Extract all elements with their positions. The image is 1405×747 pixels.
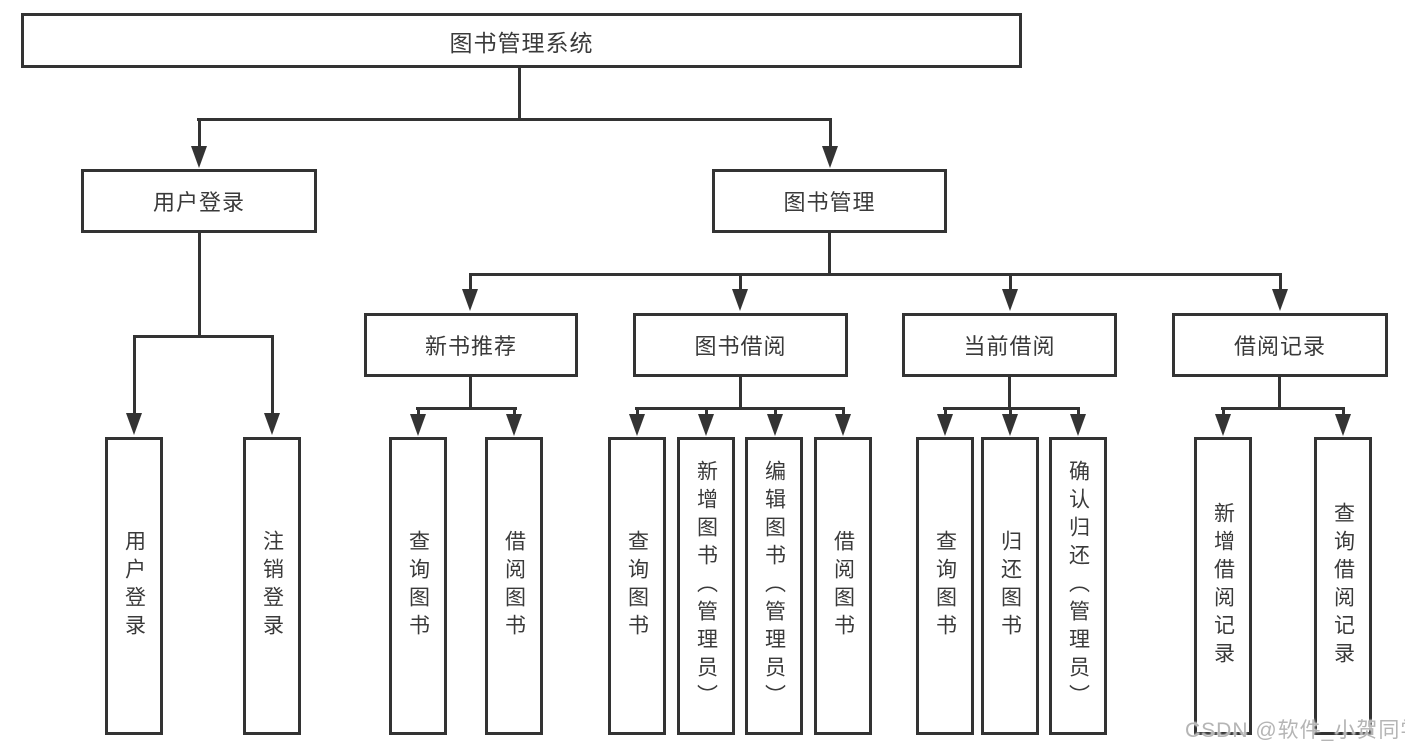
arrow-stem [1009,407,1012,415]
leaf-user-login-label: 用户登录 [122,530,146,642]
arrow-down-icon [629,414,645,436]
arrow-down-icon [410,414,426,436]
arrow-stem [133,335,136,414]
connector-line [416,407,517,410]
leaf-br-add-record: 新增借阅记录 [1194,437,1252,735]
leaf-rec-query-book: 查询图书 [389,437,447,735]
connector-line [197,118,832,121]
leaf-rec-borrow-book-label: 借阅图书 [502,530,526,642]
arrow-down-icon [264,413,280,435]
arrow-stem [469,273,472,290]
leaf-cb-return-book-label: 归还图书 [998,530,1022,642]
connector-line [1278,377,1281,409]
leaf-bb-edit-book-admin: 编辑图书（管理员） [745,437,803,735]
arrow-down-icon [1272,289,1288,311]
node-new-book-recommend: 新书推荐 [364,313,578,377]
leaf-cb-confirm-return-admin-label: 确认归还（管理员） [1066,460,1090,712]
connector-line [469,377,472,409]
leaf-br-query-record-label: 查询借阅记录 [1331,502,1355,670]
arrow-stem [774,407,777,415]
leaf-bb-query-book-label: 查询图书 [625,530,649,642]
connector-line [198,233,201,337]
arrow-stem [739,273,742,290]
arrow-stem [1222,407,1225,415]
arrow-down-icon [822,146,838,168]
leaf-user-login: 用户登录 [105,437,163,735]
leaf-br-add-record-label: 新增借阅记录 [1211,502,1235,670]
node-root-label: 图书管理系统 [449,29,594,56]
leaf-rec-borrow-book: 借阅图书 [485,437,543,735]
arrow-stem [1342,407,1345,415]
connector-line [828,233,831,275]
arrow-down-icon [732,289,748,311]
arrow-stem [1279,273,1282,290]
leaf-bb-edit-book-admin-label: 编辑图书（管理员） [762,460,786,712]
arrow-down-icon [698,414,714,436]
arrow-stem [1077,407,1080,415]
connector-line [635,407,845,410]
leaf-bb-query-book: 查询图书 [608,437,666,735]
node-book-borrow: 图书借阅 [633,313,848,377]
connector-line [469,273,1282,276]
leaf-br-query-record: 查询借阅记录 [1314,437,1372,735]
leaf-cb-query-book-label: 查询图书 [933,530,957,642]
arrow-down-icon [1002,414,1018,436]
connector-line [518,68,521,120]
leaf-cb-return-book: 归还图书 [981,437,1039,735]
arrow-stem [198,118,201,147]
arrow-down-icon [462,289,478,311]
arrow-down-icon [767,414,783,436]
leaf-cb-confirm-return-admin: 确认归还（管理员） [1049,437,1107,735]
arrow-stem [944,407,947,415]
leaf-bb-add-book-admin-label: 新增图书（管理员） [694,460,718,712]
node-borrow-records-label: 借阅记录 [1233,334,1326,359]
node-borrow-records: 借阅记录 [1172,313,1388,377]
connector-line [1221,407,1345,410]
node-new-book-recommend-label: 新书推荐 [424,334,517,359]
arrow-stem [842,407,845,415]
arrow-down-icon [1070,414,1086,436]
arrow-down-icon [835,414,851,436]
arrow-stem [271,335,274,414]
node-book-borrow-label: 图书借阅 [694,334,787,359]
arrow-stem [513,407,516,415]
node-user-login-label: 用户登录 [152,190,245,215]
leaf-cb-query-book: 查询图书 [916,437,974,735]
node-book-management: 图书管理 [712,169,947,233]
arrow-stem [705,407,708,415]
leaf-bb-borrow-book-label: 借阅图书 [831,530,855,642]
connector-line [133,335,274,338]
node-user-login: 用户登录 [81,169,317,233]
leaf-logout-label: 注销登录 [260,530,284,642]
arrow-stem [636,407,639,415]
arrow-stem [1009,273,1012,290]
csdn-watermark: CSDN @软件_小贺同学 [1185,719,1405,742]
arrow-down-icon [191,146,207,168]
arrow-down-icon [937,414,953,436]
arrow-down-icon [506,414,522,436]
node-current-borrow: 当前借阅 [902,313,1117,377]
arrow-down-icon [1215,414,1231,436]
node-root: 图书管理系统 [21,13,1022,68]
arrow-down-icon [1335,414,1351,436]
leaf-logout: 注销登录 [243,437,301,735]
connector-line [1008,377,1011,409]
leaf-bb-add-book-admin: 新增图书（管理员） [677,437,735,735]
arrow-down-icon [1002,289,1018,311]
arrow-stem [829,118,832,147]
arrow-down-icon [126,413,142,435]
leaf-rec-query-book-label: 查询图书 [406,530,430,642]
leaf-bb-borrow-book: 借阅图书 [814,437,872,735]
node-book-management-label: 图书管理 [783,190,876,215]
node-current-borrow-label: 当前借阅 [963,334,1056,359]
arrow-stem [417,407,420,415]
connector-line [739,377,742,409]
